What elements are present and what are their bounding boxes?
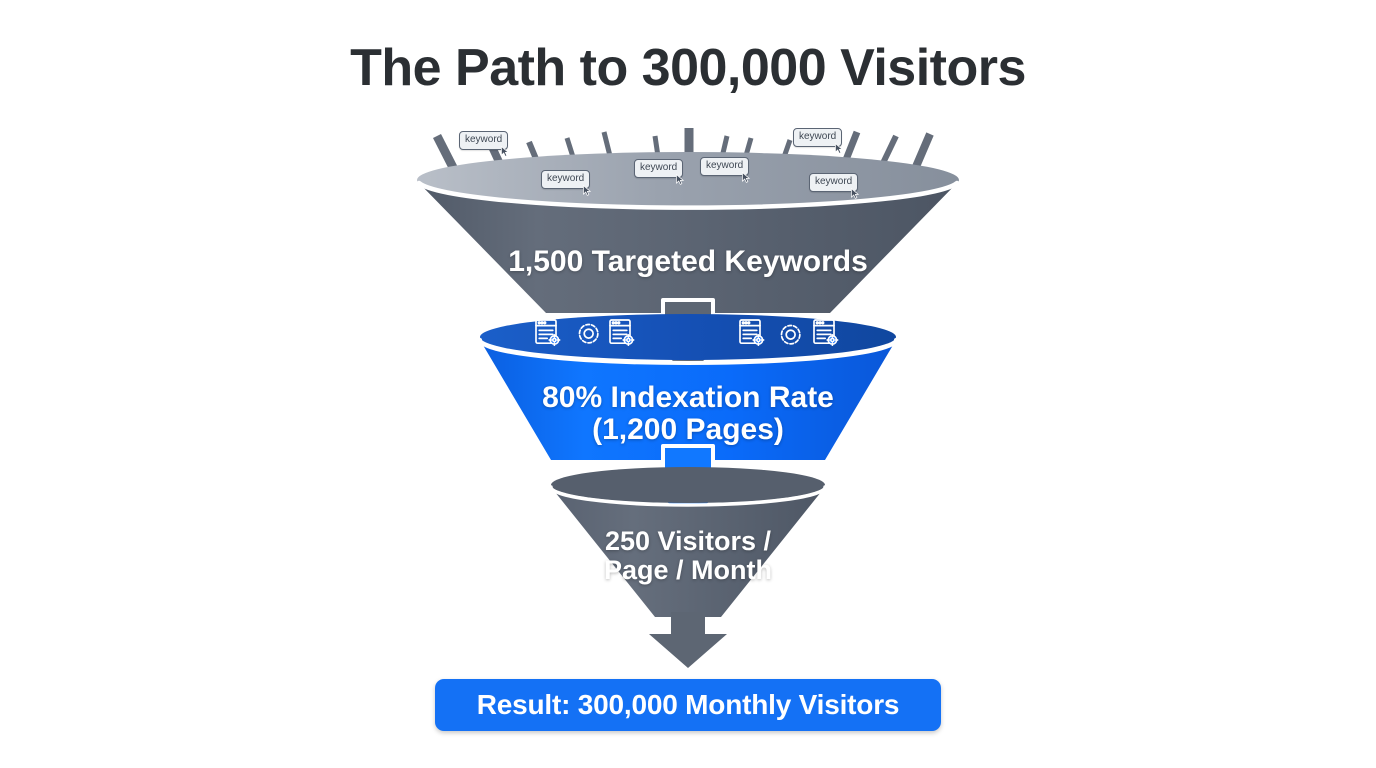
cursor-icon xyxy=(583,185,592,196)
keyword-chip: keyword xyxy=(793,128,844,154)
keyword-chip-label: keyword xyxy=(815,176,853,187)
keyword-chip: keyword xyxy=(700,157,751,183)
keyword-chip-label: keyword xyxy=(547,173,585,184)
cursor-icon xyxy=(742,172,751,183)
keyword-chip-label: keyword xyxy=(799,131,837,142)
keyword-chip: keyword xyxy=(634,159,685,185)
keyword-chip: keyword xyxy=(459,131,510,157)
cursor-icon xyxy=(676,174,685,185)
cursor-icon xyxy=(851,188,860,199)
document-gear-icon xyxy=(535,319,561,347)
cursor-icon xyxy=(835,143,844,154)
gear-icon xyxy=(578,323,599,344)
keyword-chip-label: keyword xyxy=(706,160,744,171)
result-label: Result: 300,000 Monthly Visitors xyxy=(476,689,900,720)
indexation-rim-icons xyxy=(535,319,839,347)
document-gear-icon xyxy=(739,319,765,347)
funnel-stage-visitors xyxy=(549,467,827,617)
keyword-chip-label: keyword xyxy=(465,134,503,145)
result-banner: Result: 300,000 Monthly Visitors xyxy=(435,679,941,731)
cursor-icon xyxy=(501,146,510,157)
keyword-chip: keyword xyxy=(541,170,592,196)
keyword-chip-label: keyword xyxy=(640,162,678,173)
keyword-chip: keyword xyxy=(809,173,860,199)
document-gear-icon xyxy=(813,319,839,347)
page-title: The Path to 300,000 Visitors xyxy=(350,39,1026,97)
gear-icon xyxy=(780,324,801,345)
document-gear-icon xyxy=(609,319,635,347)
funnel-stage-keywords xyxy=(416,152,960,313)
arrow-visitors-to-result xyxy=(649,612,727,668)
